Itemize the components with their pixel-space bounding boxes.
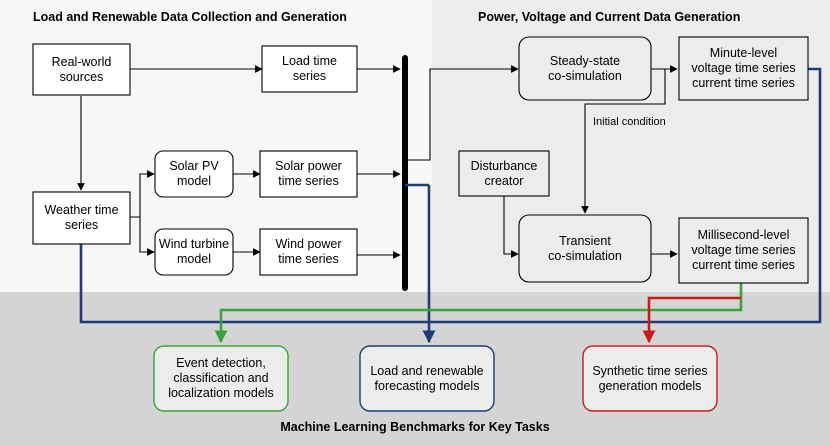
arrow-weather-to-wind-model — [139, 217, 155, 256]
node-wind-power-time-series: Wind power time series — [275, 237, 342, 266]
node-wind-turbine-model: Wind turbine model — [158, 237, 230, 266]
red-line-to-synthetic — [642, 296, 741, 344]
box-millisecond — [678, 217, 809, 284]
box-transient — [518, 214, 652, 283]
arrow-initial-condition — [581, 69, 666, 214]
initial-condition-label: Initial condition — [593, 116, 666, 128]
box-steady — [518, 36, 652, 101]
node-minute-level-series: Minute-level voltage time series current… — [691, 46, 796, 90]
node-steady-state-co-simulation: Steady-state co-simulation — [548, 53, 622, 83]
box-forecast — [359, 345, 495, 412]
right-panel-title: Power, Voltage and Current Data Generati… — [478, 10, 741, 24]
box-real-world — [32, 43, 131, 96]
box-disturbance — [458, 150, 550, 197]
box-load-ts — [261, 45, 358, 93]
black-connectors — [77, 65, 678, 259]
node-load-time-series: Load time series — [282, 54, 337, 83]
node-solar-pv-model: Solar PV model — [169, 159, 219, 188]
box-wind-model — [154, 228, 234, 276]
green-line-to-event — [214, 283, 743, 344]
node-real-world-sources: Real-world sources — [51, 54, 112, 84]
node-solar-power-time-series: Solar power time series — [275, 159, 342, 188]
node-forecasting-models: Load and renewable forecasting models — [370, 363, 484, 393]
arrow-disturbance-to-transient — [503, 196, 519, 258]
node-transient-co-simulation: Transient co-simulation — [548, 233, 622, 263]
arrow-bus-to-steady — [405, 65, 519, 161]
ml-feed-lines — [79, 67, 822, 344]
node-disturbance-creator: Disturbance creator — [470, 158, 538, 188]
node-millisecond-level-series: Millisecond-level voltage time series cu… — [691, 228, 796, 272]
node-weather-time-series: Weather time series — [44, 203, 119, 232]
box-solar-model — [154, 150, 234, 198]
box-wind-ts — [259, 228, 358, 276]
navy-line-weather-loop — [79, 67, 822, 324]
box-event — [153, 345, 289, 412]
arrow-weather-to-solar-model — [130, 170, 155, 218]
bottom-panel-title: Machine Learning Benchmarks for Key Task… — [280, 420, 550, 434]
box-solar-ts — [259, 150, 358, 198]
node-synthetic-generation-models: Synthetic time series generation models — [592, 363, 708, 393]
left-panel-title: Load and Renewable Data Collection and G… — [33, 10, 347, 24]
node-event-detection-models: Event detection, classification and loca… — [168, 356, 274, 400]
box-weather-ts — [32, 191, 131, 245]
box-synthetic — [582, 345, 718, 412]
node-boxes — [32, 36, 809, 412]
box-minute — [678, 36, 809, 101]
